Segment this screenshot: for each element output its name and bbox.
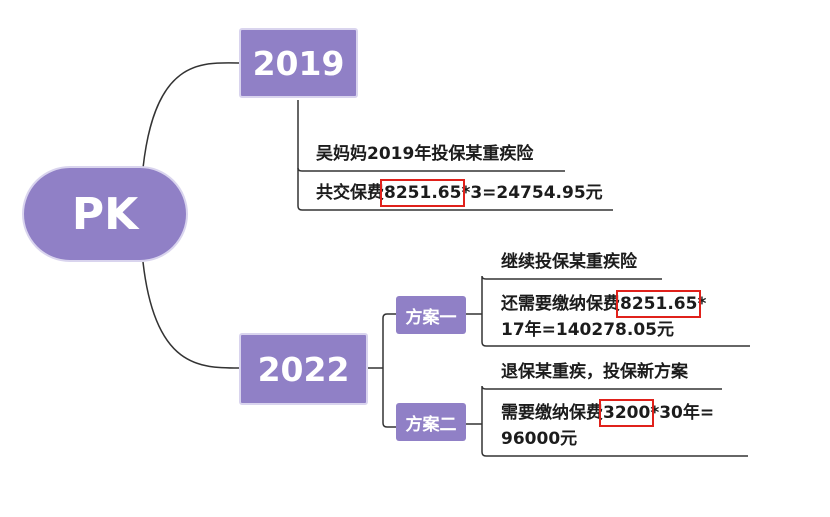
- text-plan1-line2a: 还需要缴纳保费8251.65*: [501, 290, 707, 318]
- connector-plan2: [466, 385, 748, 457]
- node-2019: 2019: [239, 28, 358, 98]
- highlight-8251-plan1: 8251.65: [615, 290, 702, 318]
- root-node-pk: PK: [22, 166, 188, 262]
- text-2019-line2-suffix: *3=24754.95元: [461, 183, 603, 203]
- text-2019-line2: 共交保费8251.65*3=24754.95元: [316, 179, 603, 207]
- connector-root-2022: [142, 261, 240, 369]
- highlight-8251-2019: 8251.65: [379, 179, 466, 207]
- text-plan1-line2b: 17年=140278.05元: [501, 320, 674, 340]
- node-plan-1: 方案一: [396, 296, 466, 334]
- text-2019-line1: 吴妈妈2019年投保某重疾险: [316, 144, 534, 164]
- text-plan1-suffix: *: [697, 294, 707, 314]
- text-2019-line2-prefix: 共交保费: [316, 183, 384, 203]
- text-plan2-line2b: 96000元: [501, 429, 578, 449]
- connector-root-2019: [142, 62, 240, 169]
- text-plan2-prefix: 需要缴纳保费: [501, 403, 603, 423]
- connector-plan1: [466, 275, 750, 347]
- connector-2022-plans: [368, 313, 396, 428]
- highlight-3200-plan2: 3200: [598, 399, 655, 427]
- text-plan2-line1: 退保某重疾，投保新方案: [501, 362, 688, 382]
- text-plan1-prefix: 还需要缴纳保费: [501, 294, 620, 314]
- node-plan-2: 方案二: [396, 403, 466, 441]
- text-plan2-line2a: 需要缴纳保费3200*30年=: [501, 399, 715, 427]
- connector-2019-line2: [297, 168, 613, 211]
- text-plan2-suffix: *30年=: [650, 403, 715, 423]
- node-2022: 2022: [239, 333, 368, 405]
- text-plan1-line1: 继续投保某重疾险: [501, 252, 637, 272]
